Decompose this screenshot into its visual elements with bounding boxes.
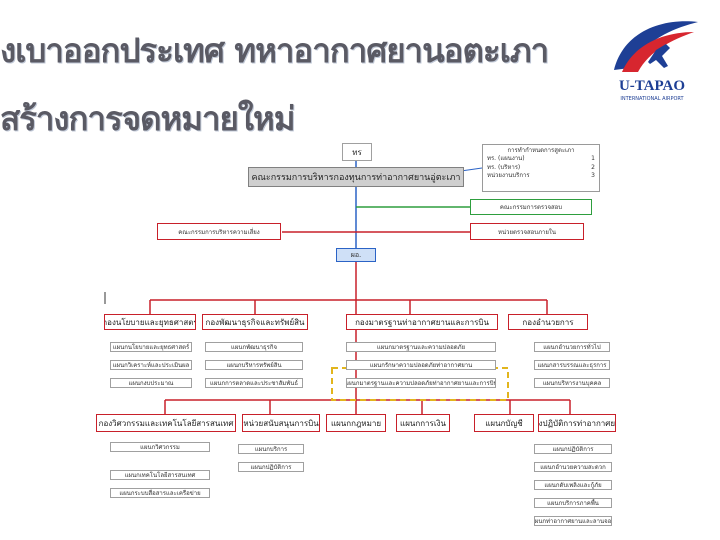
section-box: แผนกอำนวยการทั่วไป <box>534 342 610 352</box>
section-box: แผนกวิเคราะห์และประเมินผล <box>110 360 192 370</box>
section-box: แผนกปฏิบัติการ <box>534 444 612 454</box>
section-box: แผนกวิศวกรรม <box>110 442 210 452</box>
section-box: แผนกบริหารทรัพย์สิน <box>205 360 303 370</box>
info-panel-title: การทำกำหนดการสูตะเภา <box>507 147 575 154</box>
info-label: ทร. (แผนงาน) <box>487 155 525 162</box>
division-box: กองปฏิบัติการท่าอากาศยาน <box>538 414 616 432</box>
logo-text: U-TAPAO <box>619 78 685 94</box>
section-box: แผนกการตลาดและประชาสัมพันธ์ <box>205 378 303 388</box>
info-row: ทร. (แผนงาน) 1 <box>487 155 595 164</box>
info-label: หน่วยงานบริการ <box>487 172 530 179</box>
info-value: 1 <box>591 155 595 162</box>
section-box: แผนกงบประมาณ <box>110 378 192 388</box>
section-box: แผนกปฏิบัติการ <box>238 462 304 472</box>
info-value: 3 <box>591 172 595 179</box>
audit-committee-box: คณะกรรมการตรวจสอบ <box>470 199 592 215</box>
section-box: แผนกมาตรฐานและความปลอดภัย <box>346 342 496 352</box>
division-box: แผนกบัญชี <box>474 414 534 432</box>
section-box: แผนกบริการ <box>238 444 304 454</box>
risk-committee-box: คณะกรรมการบริหารความเสี่ยง <box>157 223 281 240</box>
info-row: ทร. (บริหาร) 2 <box>487 164 595 173</box>
section-box: แผนกอำนวยความสะดวก <box>534 462 612 472</box>
internal-audit-box: หน่วยตรวจสอบภายใน <box>470 223 584 240</box>
division-box: กองพัฒนาธุรกิจและทรัพย์สิน <box>202 314 308 330</box>
section-box: แผนกท่าอากาศยานและลานจอด <box>534 516 612 526</box>
division-box: กองนโยบายและยุทธศาสตร์ <box>104 314 196 330</box>
section-box: แผนกพัฒนาธุรกิจ <box>205 342 303 352</box>
info-panel: การทำกำหนดการสูตะเภา ทร. (แผนงาน) 1 ทร. (… <box>482 144 600 192</box>
section-box: แผนกระบบสื่อสารและเครือข่าย <box>110 488 210 498</box>
logo-subtitle: INTERNATIONAL AIRPORT <box>620 96 684 102</box>
section-box: แผนกมาตรฐานและความปลอดภัยท่าอากาศยานและก… <box>346 378 496 388</box>
division-box: กองอำนวยการ <box>508 314 588 330</box>
section-box: แผนกสารบรรณและธุรการ <box>534 360 610 370</box>
division-box: แผนกการเงิน <box>396 414 450 432</box>
section-box: แผนกดับเพลิงและกู้ภัย <box>534 480 612 490</box>
section-box: แผนกรักษาความปลอดภัยท่าอากาศยาน <box>346 360 496 370</box>
division-box: หน่วยสนับสนุนการบิน <box>242 414 320 432</box>
section-box: แผนกบริหารงานบุคคล <box>534 378 610 388</box>
division-box: แผนกกฎหมาย <box>326 414 386 432</box>
section-box: แผนกนโยบายและยุทธศาสตร์ <box>110 342 192 352</box>
division-box: กองมาตรฐานท่าอากาศยานและการบิน <box>346 314 498 330</box>
org-top-node: ทร <box>342 143 372 161</box>
info-row: หน่วยงานบริการ 3 <box>487 172 595 181</box>
section-box: แผนกเทคโนโลยีสารสนเทศ <box>110 470 210 480</box>
info-label: ทร. (บริหาร) <box>487 163 521 171</box>
division-box: กองวิศวกรรมและเทคโนโลยีสารสนเทศ <box>96 414 236 432</box>
committee-box: คณะกรรมการบริหารกองทุนการท่าอากาศยานอู่ต… <box>248 167 464 187</box>
utapao-logo: U-TAPAO INTERNATIONAL AIRPORT <box>614 21 698 102</box>
slide-title-line-1: งเบาออกประเทศ ทหาอากาศยานอตะเภา <box>0 31 549 70</box>
section-box: แผนกบริการภาคพื้น <box>534 498 612 508</box>
director-box: ผอ. <box>336 248 376 262</box>
slide-title-line-2: สร้างการจดหมายใหม่ <box>0 99 296 138</box>
info-value: 2 <box>591 163 595 171</box>
